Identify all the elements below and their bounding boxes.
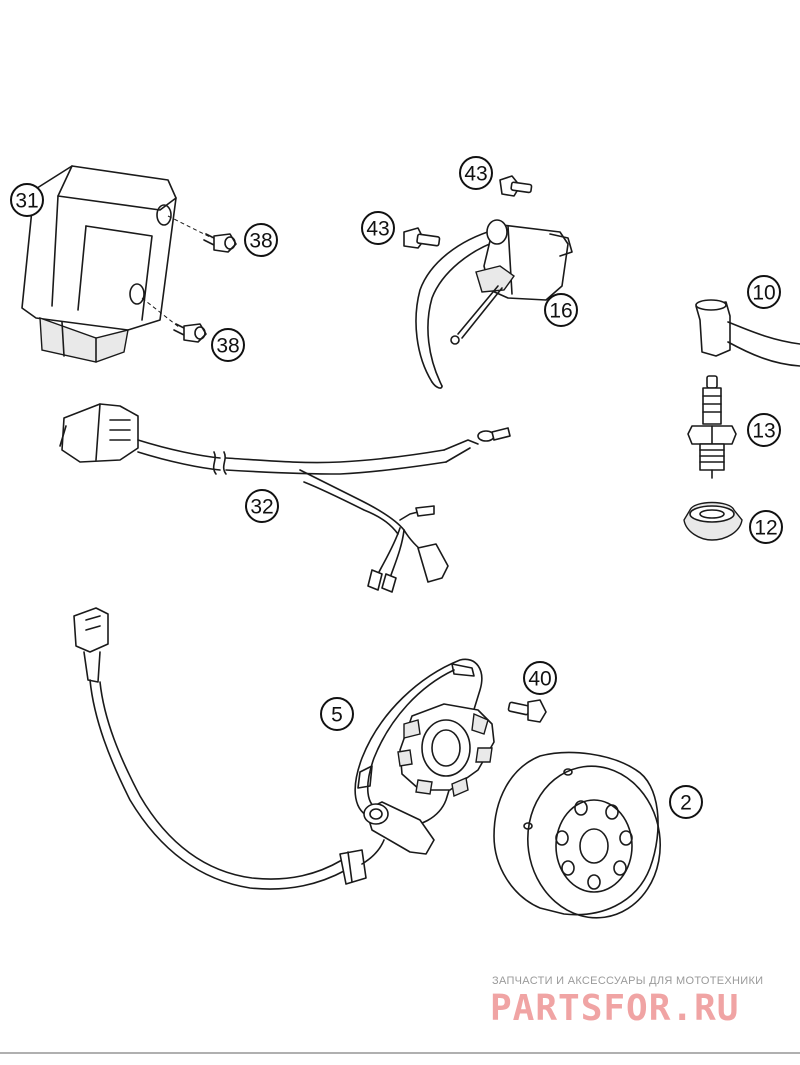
stator-plate-drawing [354,658,495,855]
callout-10-label: 10 [752,282,775,305]
callout-16: 16 [544,293,578,327]
bottom-divider [0,1052,800,1054]
callout-38-upper-label: 38 [249,230,272,253]
callout-5: 5 [320,697,354,731]
watermark: ЗАПЧАСТИ И АКСЕССУАРЫ ДЛЯ МОТОТЕХНИКИ PA… [490,975,763,1029]
callout-13-label: 13 [752,420,775,443]
callout-43-lower: 43 [361,211,395,245]
cdi-unit-drawing [21,165,213,363]
callout-43-upper: 43 [459,156,493,190]
callout-40-label: 40 [528,668,551,691]
watermark-tagline: ЗАПЧАСТИ И АКСЕССУАРЫ ДЛЯ МОТОТЕХНИКИ [492,975,763,987]
flywheel-drawing [493,751,662,919]
callout-38-upper: 38 [244,223,278,257]
callout-40: 40 [523,661,557,695]
callout-43-upper-label: 43 [464,163,487,186]
bolt-38-lower-drawing [173,323,207,343]
callout-10: 10 [747,275,781,309]
bolt-38-upper-drawing [203,233,237,253]
bolt-43-lower-drawing [403,227,441,249]
callout-2-label: 2 [680,792,692,815]
wiring-harness-drawing [59,403,511,593]
callout-16-label: 16 [549,300,572,323]
stator-cable-drawing [73,607,385,890]
bolt-40-drawing [507,699,547,723]
callout-31-label: 31 [15,190,38,213]
spark-plug-cap-drawing [695,299,800,367]
callout-43-lower-label: 43 [366,218,389,241]
bolt-43-upper-drawing [499,175,533,197]
watermark-brand: PARTSFOR.RU [490,988,739,1029]
callout-13: 13 [747,413,781,447]
sealing-ring-drawing [683,501,743,541]
callout-12-label: 12 [754,517,777,540]
callout-38-lower-label: 38 [216,335,239,358]
callout-38-lower: 38 [211,328,245,362]
spark-plug-drawing [687,375,737,479]
callout-32-label: 32 [250,496,273,519]
callout-2: 2 [669,785,703,819]
callout-5-label: 5 [331,704,343,727]
callout-31: 31 [10,183,44,217]
callout-12: 12 [749,510,783,544]
callout-32: 32 [245,489,279,523]
ignition-coil-drawing [415,219,573,389]
